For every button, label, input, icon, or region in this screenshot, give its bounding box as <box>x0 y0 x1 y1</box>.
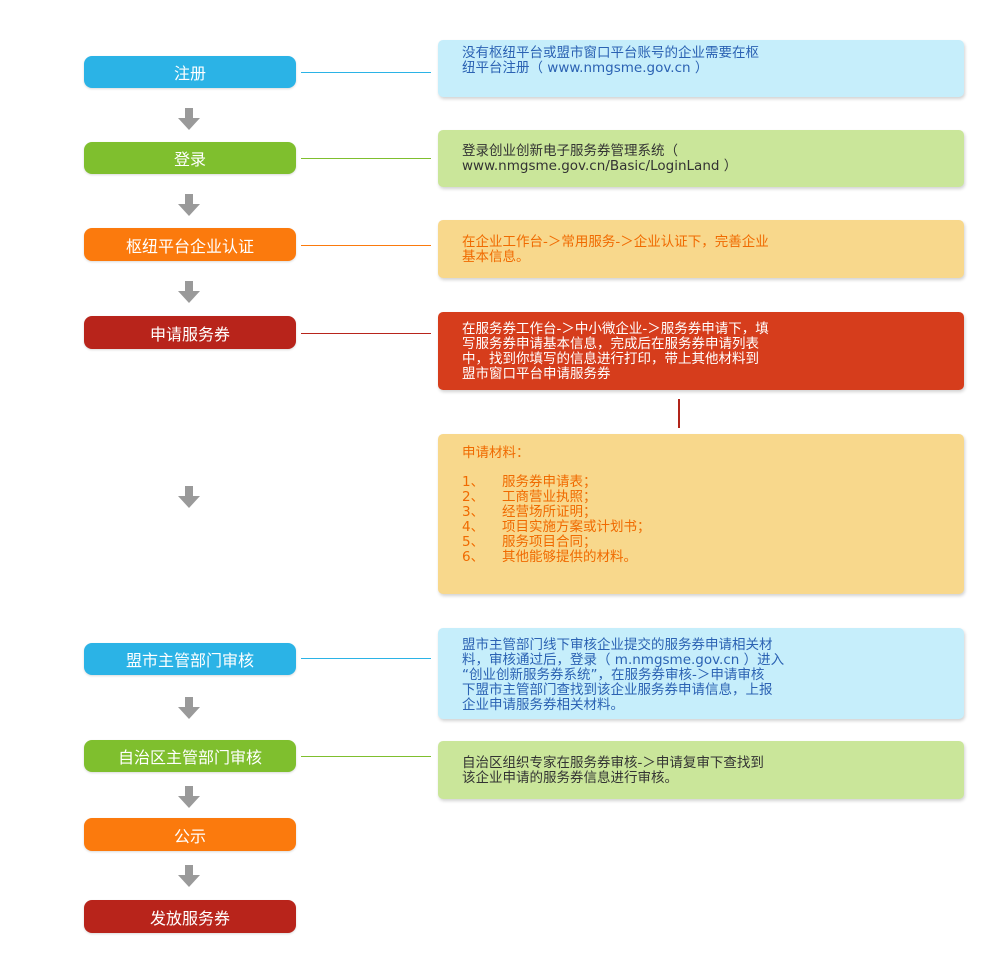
note-apply: 在服务券工作台-＞中小微企业-＞服务券申请下，填 写服务券申请基本信息，完成后在… <box>438 312 964 390</box>
list-item-number: 6、 <box>462 549 485 565</box>
note-line: 在企业工作台-＞常用服务-＞企业认证下，完善企业 <box>462 234 769 250</box>
list-item-text: 其他能够提供的材料。 <box>502 549 637 565</box>
list-item-text: 经营场所证明； <box>502 504 597 520</box>
note-line: 中，找到你填写的信息进行打印，带上其他材料到 <box>462 351 759 367</box>
list-item-number: 1、 <box>462 474 485 490</box>
step-label: 盟市主管部门审核 <box>125 651 254 670</box>
down-arrow-icon <box>177 865 201 887</box>
step-label: 注册 <box>173 64 206 83</box>
step-issue-voucher: 发放服务券 <box>84 900 296 933</box>
note-line: 基本信息。 <box>462 249 530 265</box>
connector-apply-materials <box>678 399 680 428</box>
step-label: 申请服务券 <box>149 324 230 344</box>
list-item: 1、 服务券申请表； <box>462 475 942 490</box>
note-line: 自治区组织专家在服务券审核-＞申请复审下查找到 <box>462 755 764 771</box>
down-arrow-icon <box>177 108 201 130</box>
step-login: 登录 <box>84 142 296 174</box>
note-line: “创业创新服务券系统”，在服务券审核-＞申请审核 <box>462 667 765 683</box>
note-region-review: 自治区组织专家在服务券审核-＞申请复审下查找到 该企业申请的服务券信息进行审核。 <box>438 741 964 799</box>
step-label: 登录 <box>173 150 206 169</box>
step-league-review: 盟市主管部门审核 <box>84 643 296 675</box>
connector-register <box>301 72 431 73</box>
note-line: 没有枢纽平台或盟市窗口平台账号的企业需要在枢 <box>462 45 759 61</box>
step-region-review: 自治区主管部门审核 <box>84 740 296 772</box>
list-item: 3、 经营场所证明； <box>462 505 942 520</box>
connector-region-review <box>301 756 431 757</box>
list-item-number: 5、 <box>462 534 485 550</box>
connector-login <box>301 158 431 159</box>
list-item-number: 3、 <box>462 504 485 520</box>
down-arrow-icon <box>177 786 201 808</box>
note-line: 盟市窗口平台申请服务券 <box>462 366 611 382</box>
list-item: 6、 其他能够提供的材料。 <box>462 550 942 565</box>
note-line: 纽平台注册（ www.nmgsme.gov.cn ） <box>462 60 709 76</box>
note-line: 料，审核通过后，登录（ m.nmgsme.gov.cn ）进入 <box>462 652 785 668</box>
connector-certify <box>301 245 431 246</box>
step-label: 公示 <box>173 826 206 846</box>
step-platform-certification: 枢纽平台企业认证 <box>84 228 296 261</box>
note-line: 企业申请服务券相关材料。 <box>462 697 624 713</box>
list-item-number: 4、 <box>462 519 485 535</box>
list-item-number: 2、 <box>462 489 485 505</box>
down-arrow-icon <box>177 194 201 216</box>
down-arrow-icon <box>177 486 201 508</box>
step-label: 枢纽平台企业认证 <box>125 236 254 256</box>
connector-apply <box>301 333 431 334</box>
list-item-text: 服务券申请表； <box>502 474 597 490</box>
note-line: 在服务券工作台-＞中小微企业-＞服务券申请下，填 <box>462 321 769 337</box>
note-line: 写服务券申请基本信息，完成后在服务券申请列表 <box>462 336 759 352</box>
down-arrow-icon <box>177 697 201 719</box>
note-line: 下盟市主管部门查找到该企业服务券申请信息，上报 <box>462 682 773 698</box>
list-item: 4、 项目实施方案或计划书； <box>462 520 942 535</box>
note-line: www.nmgsme.gov.cn/Basic/LoginLand ） <box>462 158 738 174</box>
materials-title: 申请材料： <box>462 445 530 461</box>
list-item-text: 服务项目合同； <box>502 534 597 550</box>
list-item: 2、 工商营业执照； <box>462 490 942 505</box>
step-publicity: 公示 <box>84 818 296 851</box>
note-login: 登录创业创新电子服务券管理系统（ www.nmgsme.gov.cn/Basic… <box>438 130 964 187</box>
note-certify: 在企业工作台-＞常用服务-＞企业认证下，完善企业 基本信息。 <box>438 220 964 278</box>
note-materials: 申请材料： 1、 服务券申请表； 2、 工商营业执照； 3、 经营场所证明； 4、 项目… <box>438 434 964 594</box>
note-line: 该企业申请的服务券信息进行审核。 <box>462 770 678 786</box>
step-apply-voucher: 申请服务券 <box>84 316 296 349</box>
list-item-text: 工商营业执照； <box>502 489 597 505</box>
note-line: 登录创业创新电子服务券管理系统（ <box>462 143 678 159</box>
note-league-review: 盟市主管部门线下审核企业提交的服务券申请相关材 料，审核通过后，登录（ m.nm… <box>438 628 964 719</box>
connector-league-review <box>301 658 431 659</box>
list-item: 5、 服务项目合同； <box>462 535 942 550</box>
step-label: 自治区主管部门审核 <box>117 748 262 767</box>
step-label: 发放服务券 <box>149 908 230 928</box>
list-item-text: 项目实施方案或计划书； <box>502 519 651 535</box>
step-register: 注册 <box>84 56 296 88</box>
note-line: 盟市主管部门线下审核企业提交的服务券申请相关材 <box>462 637 773 653</box>
note-register: 没有枢纽平台或盟市窗口平台账号的企业需要在枢 纽平台注册（ www.nmgsme… <box>438 40 964 97</box>
down-arrow-icon <box>177 281 201 303</box>
